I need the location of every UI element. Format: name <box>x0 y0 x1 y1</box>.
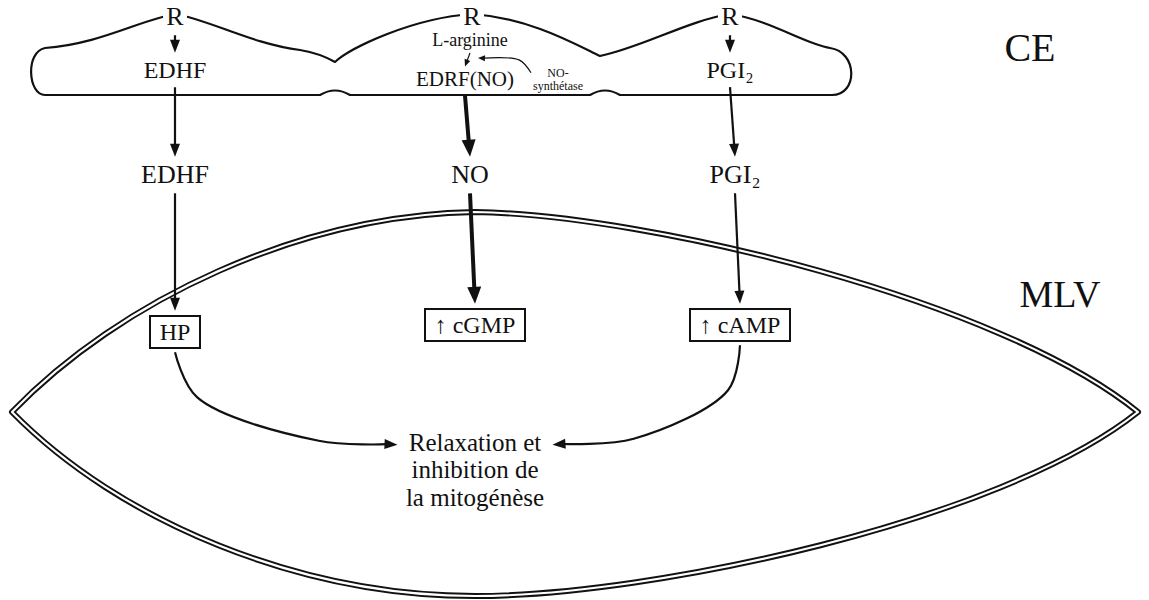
factor-label-text: EDRF(NO) <box>416 68 514 91</box>
arrow-head <box>478 55 485 61</box>
arrow-head <box>725 40 735 53</box>
factor-label-text: PGI₂ <box>710 161 761 190</box>
effect-text: Relaxation et inhibition de la mitogénès… <box>403 429 548 512</box>
factor-label-text: EDHF <box>144 57 207 83</box>
smooth-muscle-cell: MLV HP ↑ cGMP ↑ cAMP Relaxation et inhibitio… <box>0 205 1149 600</box>
arrow-line <box>563 345 740 444</box>
substrate-label: L-arginine <box>432 31 508 51</box>
arrow-line <box>175 352 387 444</box>
arrow-line <box>174 193 176 300</box>
arrow-connector <box>170 35 180 53</box>
effect-text-text: Relaxation et inhibition de la mitogénès… <box>403 429 548 512</box>
factor-label: EDHF <box>141 161 209 190</box>
arrow-head <box>462 139 476 157</box>
messenger-box: ↑ cAMP <box>689 308 792 342</box>
messenger-box-text: ↑ cGMP <box>435 312 516 338</box>
enzyme-label: NO-synthétase <box>533 67 583 93</box>
arrow-line <box>730 87 734 146</box>
factor-label-text: NO <box>451 161 489 190</box>
arrow-connector <box>725 35 735 53</box>
arrow-head <box>465 59 471 67</box>
receptor-label-text: R <box>166 3 183 32</box>
arrow-connector <box>170 87 180 157</box>
arrow-connector <box>465 53 471 67</box>
arrow-line <box>470 193 474 290</box>
arrow-connector <box>462 96 476 157</box>
arrow-line <box>465 96 469 144</box>
arrow-connector <box>170 193 180 311</box>
factor-label: PGI₂ <box>710 161 761 190</box>
factor-label-text: EDHF <box>141 161 209 190</box>
arrow-head <box>734 291 744 304</box>
endothelial-cell-layer: CE R R R EDHF L-arginineEDRF(NO) NO-synthétase… <box>20 0 1120 100</box>
arrow-head <box>553 439 566 449</box>
arrow-head <box>170 40 180 53</box>
arrow-head <box>467 286 481 303</box>
layer-label: MLV <box>1020 274 1101 316</box>
factor-label: EDHF <box>144 57 207 83</box>
arrow-line <box>174 87 176 146</box>
label-holder: MLV <box>1020 274 1101 316</box>
arrow-connector <box>553 345 740 449</box>
factor-label-text: PGI₂ <box>706 57 753 83</box>
cell-membrane <box>12 212 1138 596</box>
arrow-connector <box>478 55 531 73</box>
arrow-line <box>735 193 740 293</box>
messenger-box-text: HP <box>160 319 191 345</box>
cell-outline <box>0 205 1149 600</box>
enzyme-label-text: NO-synthétase <box>533 67 583 93</box>
messenger-box-text: ↑ cAMP <box>700 312 781 338</box>
arrow-connector <box>467 193 481 304</box>
factor-label: PGI₂ <box>706 57 753 83</box>
receptor-label: R <box>718 3 741 32</box>
factor-label: EDRF(NO) <box>416 68 514 91</box>
arrow-head <box>384 439 397 449</box>
arrow-line <box>484 58 531 73</box>
receptor-label: R <box>460 3 483 32</box>
receptor-label: R <box>163 3 186 32</box>
receptor-label-text: R <box>721 3 738 32</box>
cell-membrane <box>12 212 1138 596</box>
arrow-head <box>729 143 739 156</box>
arrow-head <box>170 144 180 157</box>
arrow-head <box>170 298 180 311</box>
receptor-label-text: R <box>463 3 480 32</box>
label-holder: CE <box>1004 26 1055 70</box>
arrow-connector <box>734 193 744 304</box>
substrate-label-text: L-arginine <box>432 31 508 51</box>
arrow-connector <box>729 87 739 157</box>
messenger-box: HP <box>149 315 202 349</box>
arrow-connector <box>175 352 398 449</box>
messenger-box: ↑ cGMP <box>424 308 527 342</box>
factor-label: NO <box>451 161 489 190</box>
layer-label: CE <box>1004 26 1055 70</box>
